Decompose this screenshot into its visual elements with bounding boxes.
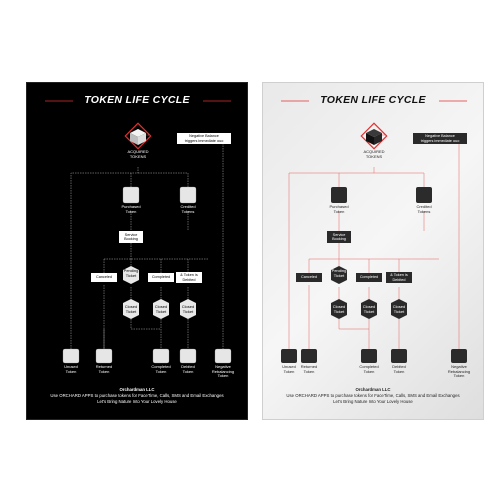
negative-balance-note: Negative Balance triggers immediate ouo [177, 133, 231, 144]
service-booking-node: Service Booking [119, 231, 143, 243]
purchased-token-label: Purchased Token [121, 204, 141, 214]
completed-token-label: Completed Token [151, 364, 171, 374]
acquired-tokens-label: ACQUIRED TOKENS [127, 149, 149, 159]
closed-ticket-3: Closed Ticket [392, 304, 406, 314]
diagram-title: TOKEN LIFE CYCLE [320, 94, 426, 106]
debited-token-label: Debited Token [392, 364, 406, 374]
returned-token-label: Returned Token [300, 364, 318, 374]
completed-node: Completed [356, 273, 382, 282]
closed-ticket-3: Closed Ticket [181, 304, 195, 314]
closed-ticket-2: Closed Ticket [154, 304, 168, 314]
dark-panel: TOKEN LIFE CYCLE Negative Balance trigge… [26, 82, 248, 420]
light-connectors [281, 100, 467, 363]
canceled-node: Canceled [91, 273, 117, 282]
negative-balance-note: Negative Balance triggers immediate ouo [413, 133, 467, 144]
negative-rebalancing-label: Negative Rebalancing Token [211, 364, 235, 379]
closed-ticket-2: Closed Ticket [362, 304, 376, 314]
closed-ticket-1: Closed Ticket [332, 304, 346, 314]
credited-tokens-label: Credited Tokens [180, 204, 196, 214]
pending-ticket-node: Pending Ticket [123, 268, 139, 278]
unused-token-label: Unused Token [64, 364, 78, 374]
service-booking-node: Service Booking [327, 231, 351, 243]
cube-icon [130, 129, 146, 145]
returned-token-label: Returned Token [95, 364, 113, 374]
credited-tokens-label: Credited Tokens [416, 204, 432, 214]
debited-note: & Token is Debited [386, 272, 412, 283]
completed-token-label: Completed Token [359, 364, 379, 374]
footer-company: Orchardman LLC [119, 387, 155, 392]
footer-line1: Use ORCHARD APPS to purchase tokens for … [286, 393, 460, 398]
unused-token-label: Unused Token [282, 364, 296, 374]
pending-ticket-node: Pending Ticket [331, 268, 347, 278]
negative-rebalancing-label: Negative Rebalancing Token [447, 364, 471, 379]
debited-note: & Token is Debited [176, 272, 202, 283]
purchased-token-label: Purchased Token [329, 204, 349, 214]
canceled-node: Canceled [296, 273, 322, 282]
completed-node: Completed [148, 273, 174, 282]
footer-line1: Use ORCHARD APPS to purchase tokens for … [50, 393, 224, 398]
footer-company: Orchardman LLC [355, 387, 391, 392]
acquired-tokens-label: ACQUIRED TOKENS [363, 149, 385, 159]
footer-line2: Let's Bring Nature Into Your Lovely Hous… [97, 399, 177, 404]
closed-ticket-1: Closed Ticket [124, 304, 138, 314]
debited-token-label: Debited Token [181, 364, 195, 374]
dark-connectors [45, 100, 232, 364]
cube-icon [366, 129, 382, 145]
footer-line2: Let's Bring Nature Into Your Lovely Hous… [333, 399, 413, 404]
diagram-title: TOKEN LIFE CYCLE [84, 94, 190, 106]
light-panel: TOKEN LIFE CYCLE Negative Balance trigge… [262, 82, 484, 420]
